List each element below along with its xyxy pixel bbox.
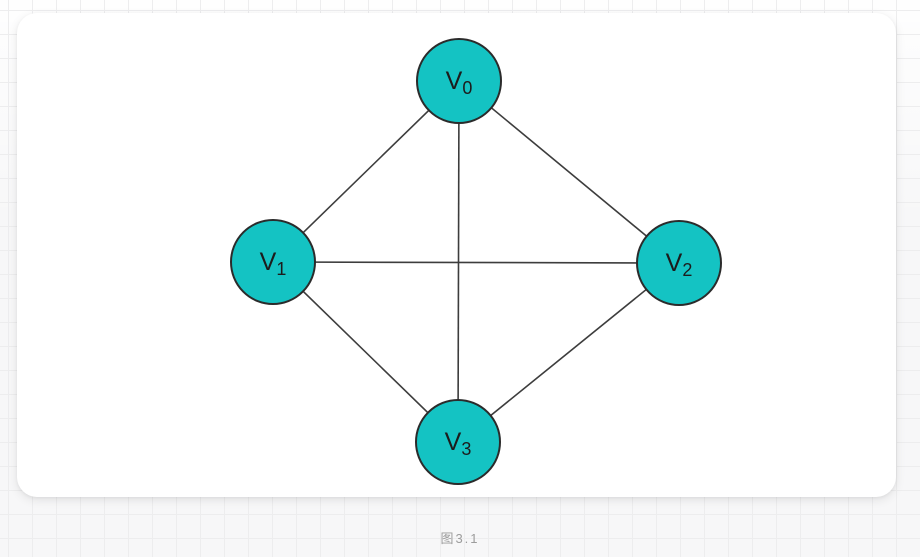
figure-caption: 图3.1 — [440, 531, 480, 546]
graph-node-v2 — [636, 220, 722, 306]
graph-edge-v1-v3 — [272, 261, 459, 443]
graph-node-label-v3: V3 — [445, 428, 472, 459]
graph-edge-v0-v3 — [457, 80, 460, 443]
graph-node-v1 — [230, 219, 316, 305]
graph-edge-v0-v1 — [272, 80, 460, 263]
graph-node-label-v2: V2 — [666, 249, 693, 280]
graph-node-v3 — [415, 399, 501, 485]
graph-node-label-v0: V0 — [446, 67, 473, 98]
graph-node-v0 — [416, 38, 502, 124]
graph-edge-v1-v2 — [272, 261, 680, 264]
graph-node-label-v1: V1 — [260, 248, 287, 279]
graph-edge-v0-v2 — [458, 80, 680, 264]
graph-edge-v2-v3 — [457, 262, 680, 443]
